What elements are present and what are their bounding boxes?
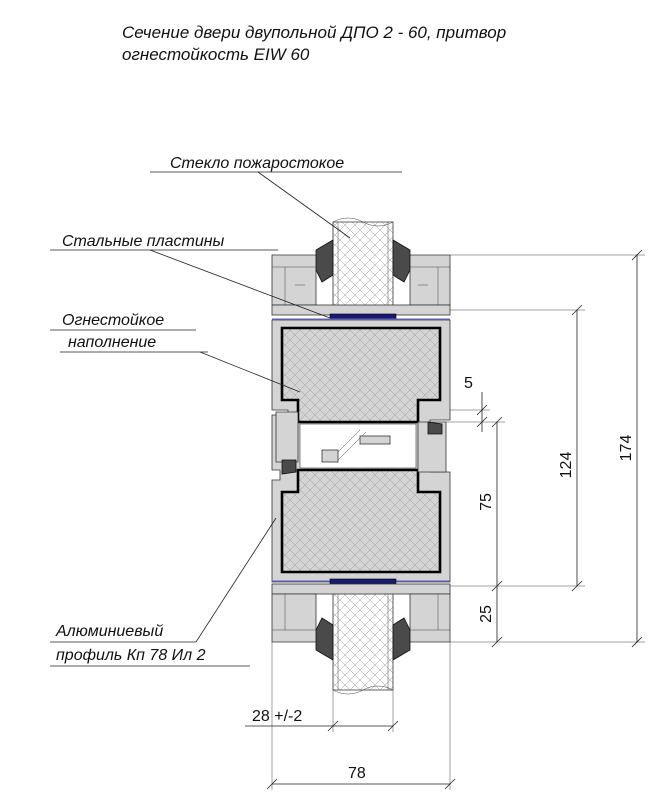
- fire-resistant-glass: [332, 217, 394, 695]
- top-aluminium-profile: [271, 254, 451, 316]
- label-profile-line1: Алюминиевый: [55, 623, 163, 640]
- rebate-seal-left: [281, 459, 297, 475]
- label-glass: Стекло пожаростокое: [170, 155, 344, 172]
- top-left-seal: [315, 239, 334, 283]
- label-filling-line2: наполнение: [68, 334, 156, 351]
- dim-rebate-height: 75: [478, 493, 495, 511]
- label-profile-line2: профиль Кп 78 Ил 2: [56, 647, 206, 664]
- dimension-lines: [245, 249, 645, 790]
- bottom-right-seal: [392, 617, 411, 661]
- rebate-seal-right: [427, 421, 443, 435]
- leader-glass: [257, 171, 351, 239]
- drawing-title-line2: огнестойкость EIW 60: [122, 45, 310, 64]
- leader-steel: [149, 249, 331, 319]
- bottom-steel-plate: [329, 578, 397, 585]
- dim-gap: 5: [464, 375, 473, 392]
- dim-profile-width: 78: [348, 765, 366, 782]
- leader-profile: [195, 517, 277, 643]
- dim-total-height: 174: [618, 435, 635, 462]
- label-steel-plates: Стальные пластины: [62, 233, 225, 250]
- dim-glass-thickness: 28 +/-2: [252, 708, 302, 725]
- leader-filling: [199, 351, 301, 393]
- dim-bottom-offset: 25: [478, 605, 495, 623]
- label-filling-line1: Огнестойкое: [62, 312, 164, 329]
- dim-inner-height: 124: [558, 452, 575, 479]
- drawing-title-line1: Сечение двери двупольной ДПО 2 - 60, при…: [122, 23, 506, 42]
- door-leaf-core: [271, 319, 451, 583]
- top-steel-plate: [329, 313, 397, 320]
- top-right-seal: [392, 239, 411, 283]
- bottom-left-seal: [315, 617, 334, 661]
